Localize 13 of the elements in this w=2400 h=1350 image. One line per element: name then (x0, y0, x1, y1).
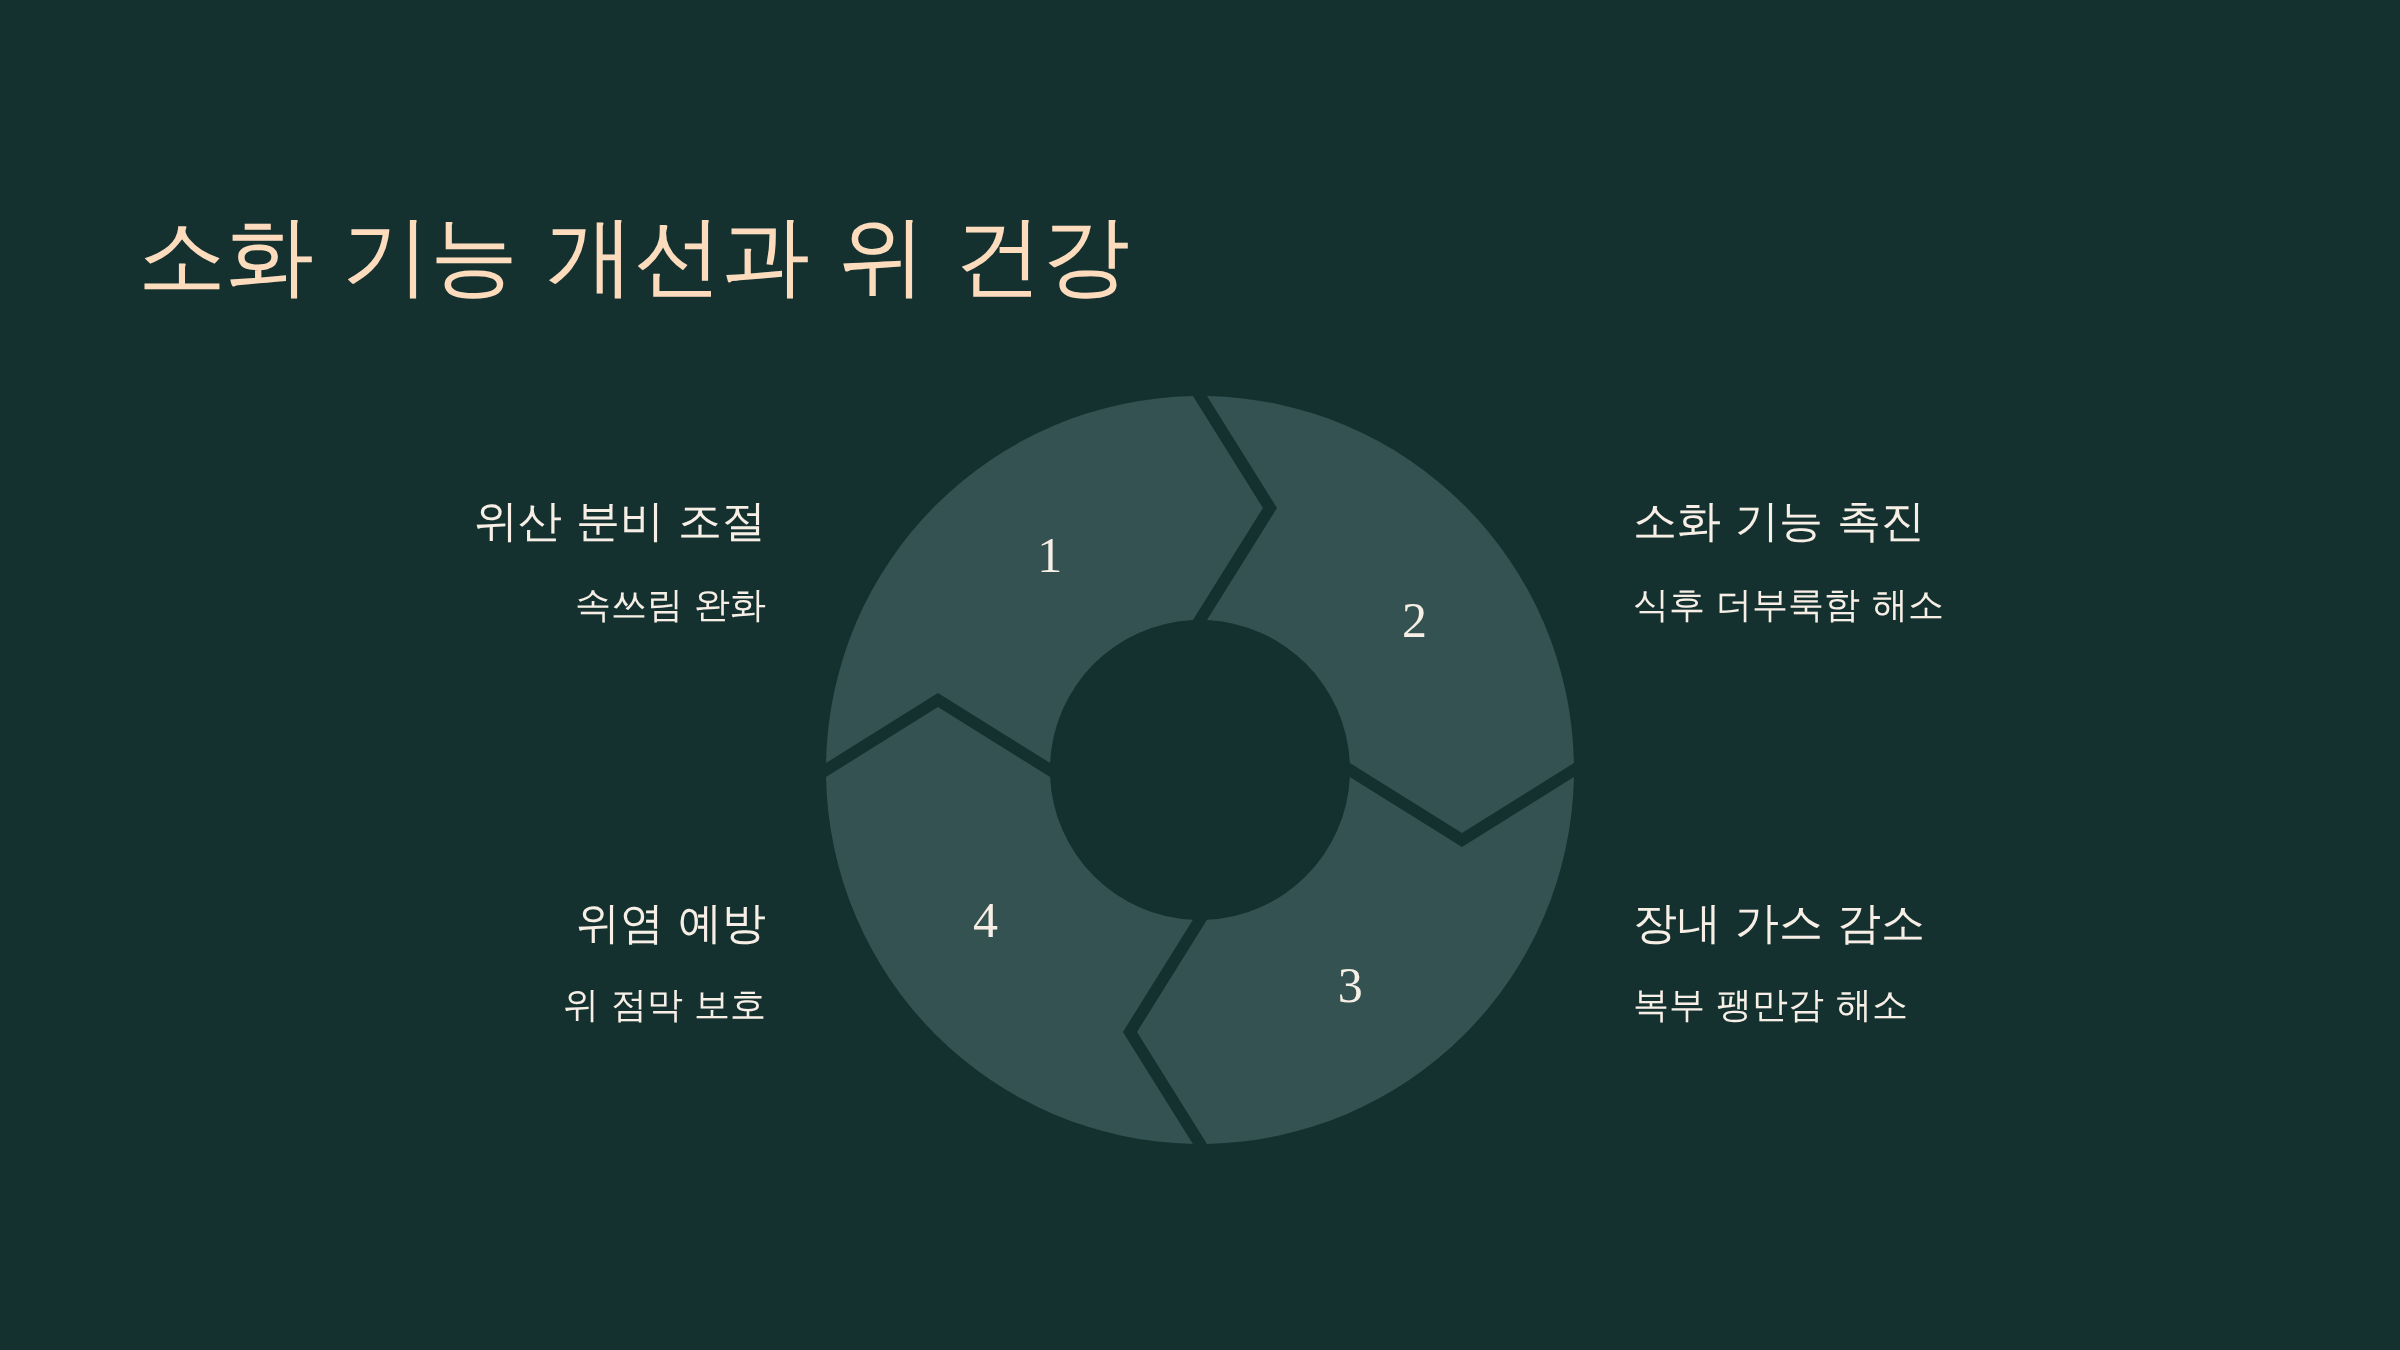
step-description: 식후 더부룩함 해소 (1633, 583, 1944, 627)
step-heading: 위산 분비 조절 (474, 494, 766, 548)
step-number: 3 (1337, 957, 1363, 1013)
step-number: 1 (1037, 527, 1063, 583)
step-heading: 소화 기능 촉진 (1633, 494, 1925, 548)
step-description: 위 점막 보호 (563, 983, 766, 1027)
step-description: 속쓰림 완화 (574, 583, 766, 627)
step-description: 복부 팽만감 해소 (1633, 983, 1908, 1027)
step-number: 4 (972, 892, 998, 948)
step-heading: 장내 가스 감소 (1633, 896, 1925, 950)
step-heading: 위염 예방 (576, 896, 766, 950)
step-number: 2 (1402, 592, 1428, 648)
slide-title: 소화 기능 개선과 위 건강 (138, 203, 1130, 309)
